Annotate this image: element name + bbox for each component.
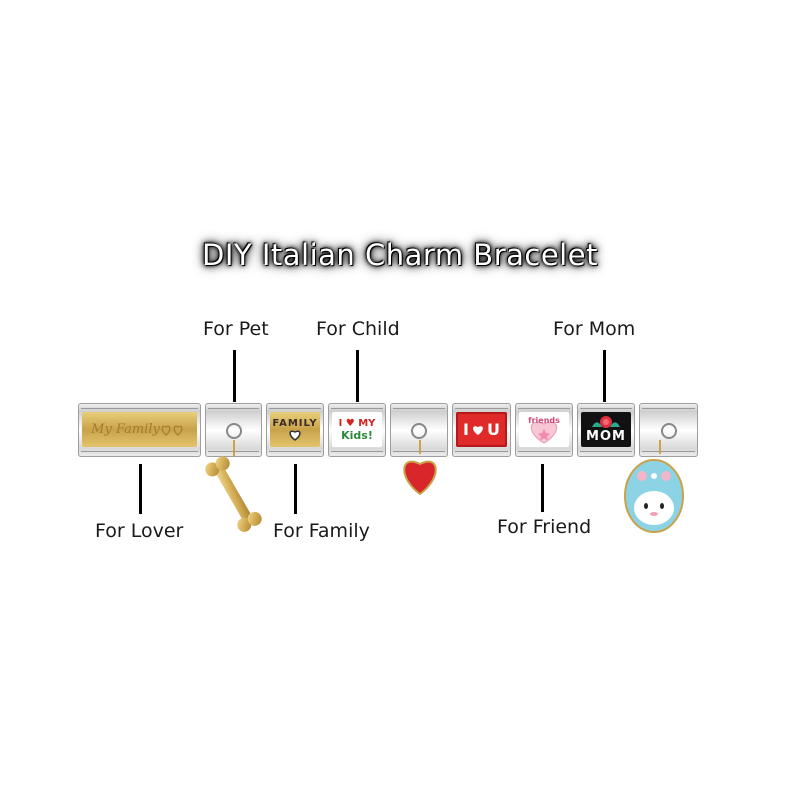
- jump-ring: [411, 423, 427, 439]
- family-text: FAMILY: [272, 418, 318, 429]
- jump-ring: [660, 423, 677, 439]
- charm-link-mom: MOM: [577, 403, 635, 457]
- pointer-line-lover: [139, 464, 142, 514]
- charm-link-lover: My Family: [78, 403, 201, 457]
- label-for-child: For Child: [316, 318, 400, 340]
- label-for-family: For Family: [273, 520, 370, 542]
- charm-link-iloveu: I U: [452, 403, 511, 457]
- label-for-mom: For Mom: [553, 318, 636, 340]
- kids-line-2: Kids!: [341, 428, 373, 442]
- charm-link-friend: friends: [515, 403, 573, 457]
- pointer-line-mom: [603, 350, 606, 402]
- friends-plate: friends: [519, 412, 569, 447]
- rose-icon: [592, 416, 620, 428]
- label-for-pet: For Pet: [203, 318, 269, 340]
- pointer-line-friend: [541, 464, 544, 512]
- pointer-line-child: [356, 350, 359, 402]
- charm-link-family: FAMILY: [266, 403, 324, 457]
- hearts-engraving-icon: [161, 425, 183, 436]
- family-plate: FAMILY: [270, 412, 320, 447]
- pointer-line-pet: [233, 350, 236, 402]
- label-for-lover: For Lover: [95, 520, 184, 542]
- label-for-friend: For Friend: [497, 516, 592, 538]
- iloveu-u: U: [486, 420, 500, 439]
- heart-pendant-icon: [403, 440, 437, 496]
- page-title: DIY Italian Charm Bracelet: [202, 238, 598, 272]
- mom-text: MOM: [586, 429, 626, 444]
- bone-pendant-icon: [205, 440, 262, 532]
- jump-ring: [225, 423, 242, 439]
- kids-line-1: I ♥ MY: [338, 417, 376, 429]
- bunny-pendant-icon: [624, 440, 684, 533]
- charm-link-child: I ♥ MY Kids!: [328, 403, 386, 457]
- iloveu-i: I: [463, 420, 469, 439]
- kids-plate: I ♥ MY Kids!: [332, 412, 382, 447]
- friends-heart-icon: [530, 421, 558, 444]
- engraved-text: My Family: [91, 422, 160, 437]
- mom-plate: MOM: [581, 412, 631, 447]
- heart-outline-icon: [289, 430, 301, 441]
- heart-icon: [473, 425, 483, 435]
- friends-text: friends: [528, 416, 560, 425]
- gold-engraved-plate: My Family: [82, 412, 197, 447]
- pointer-line-family: [294, 464, 297, 514]
- charm-link-bunny: [639, 403, 698, 457]
- iloveu-plate: I U: [456, 412, 507, 447]
